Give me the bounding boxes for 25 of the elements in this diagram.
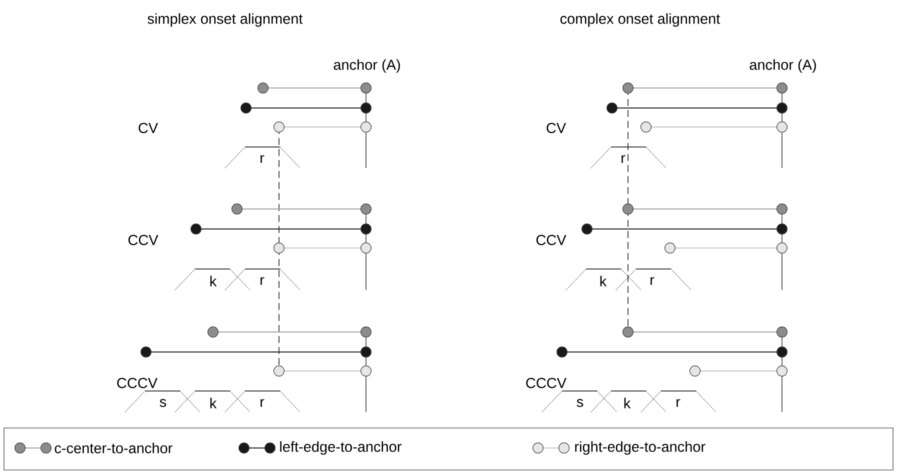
syllable-label: CCCV	[526, 378, 566, 388]
segment-label: s	[160, 399, 166, 407]
syllable-label: CV	[138, 122, 158, 134]
segment-label: r	[260, 277, 264, 285]
segment-label: r	[676, 399, 680, 407]
syllable-label: CCV	[536, 234, 566, 246]
panel-title: complex onset alignment	[560, 13, 720, 27]
segment-label: r	[650, 277, 654, 285]
syllable-label: CCV	[128, 234, 158, 246]
segment-label: k	[600, 276, 607, 286]
segment-label: r	[260, 399, 264, 407]
segment-label: r	[622, 155, 626, 163]
anchor-label: anchor (A)	[750, 59, 816, 73]
legend-text: c-center-to-anchor	[54, 442, 172, 454]
legend-text: left-edge-to-anchor	[280, 441, 402, 455]
anchor-label: anchor (A)	[334, 59, 400, 73]
syllable-label: CV	[546, 122, 566, 134]
segment-label: k	[210, 398, 217, 408]
syllable-label: CCCV	[117, 378, 158, 388]
segment-label: k	[624, 398, 631, 408]
segment-label: r	[260, 155, 264, 163]
segment-label: s	[576, 399, 584, 407]
segment-label: k	[210, 276, 217, 286]
panel-title: simplex onset alignment	[148, 13, 303, 27]
legend-text: right-edge-to-anchor	[575, 441, 706, 455]
